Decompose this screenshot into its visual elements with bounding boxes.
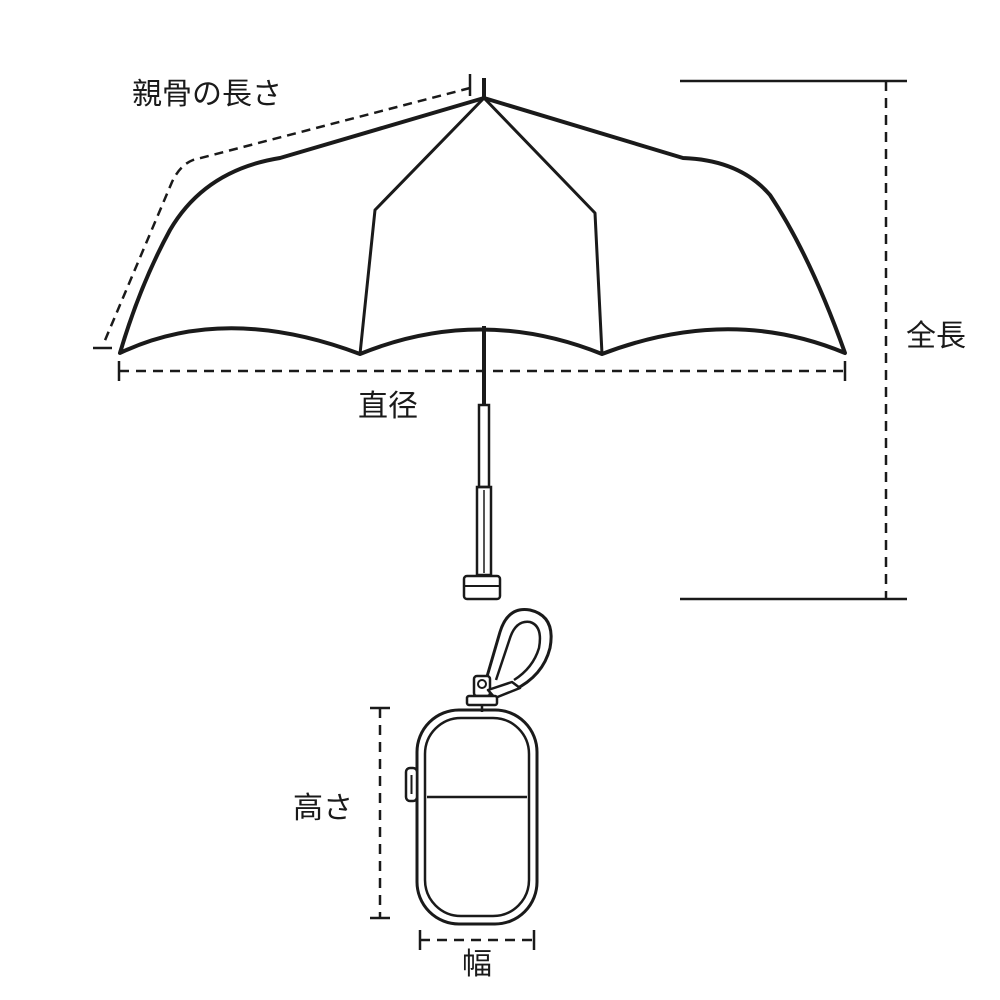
rib-length-dimension	[93, 74, 472, 350]
total-length-dimension	[680, 79, 907, 601]
umbrella-canopy	[118, 96, 847, 356]
case-width-dimension	[418, 930, 536, 950]
case-strap-loop-inner	[494, 620, 542, 682]
diameter-label: 直径	[358, 389, 418, 424]
case-strap-connector	[465, 694, 499, 707]
case-height-dimension	[370, 706, 390, 920]
umbrella-shaft	[475, 326, 493, 577]
inner-rib-right	[482, 96, 604, 355]
case-width-label: 幅	[462, 947, 492, 982]
shaft-middle	[477, 403, 491, 489]
inner-rib-left	[358, 96, 486, 355]
case-clasp-rivet	[477, 679, 487, 689]
case-height-label: 高さ	[293, 791, 353, 826]
total-length-label: 全長	[906, 319, 966, 354]
case-body-inner	[423, 716, 531, 918]
case-body-outer	[415, 708, 539, 926]
rib-length-dashed-line	[101, 86, 471, 346]
umbrella-case	[404, 607, 553, 926]
canopy-outline	[118, 96, 847, 356]
canopy-inner-ribs	[358, 96, 604, 355]
handle-body	[462, 574, 502, 601]
case-strap-loop	[484, 607, 553, 692]
diameter-dimension	[117, 361, 847, 381]
umbrella-handle	[462, 574, 502, 601]
rib-length-label: 親骨の長さ	[132, 77, 282, 112]
